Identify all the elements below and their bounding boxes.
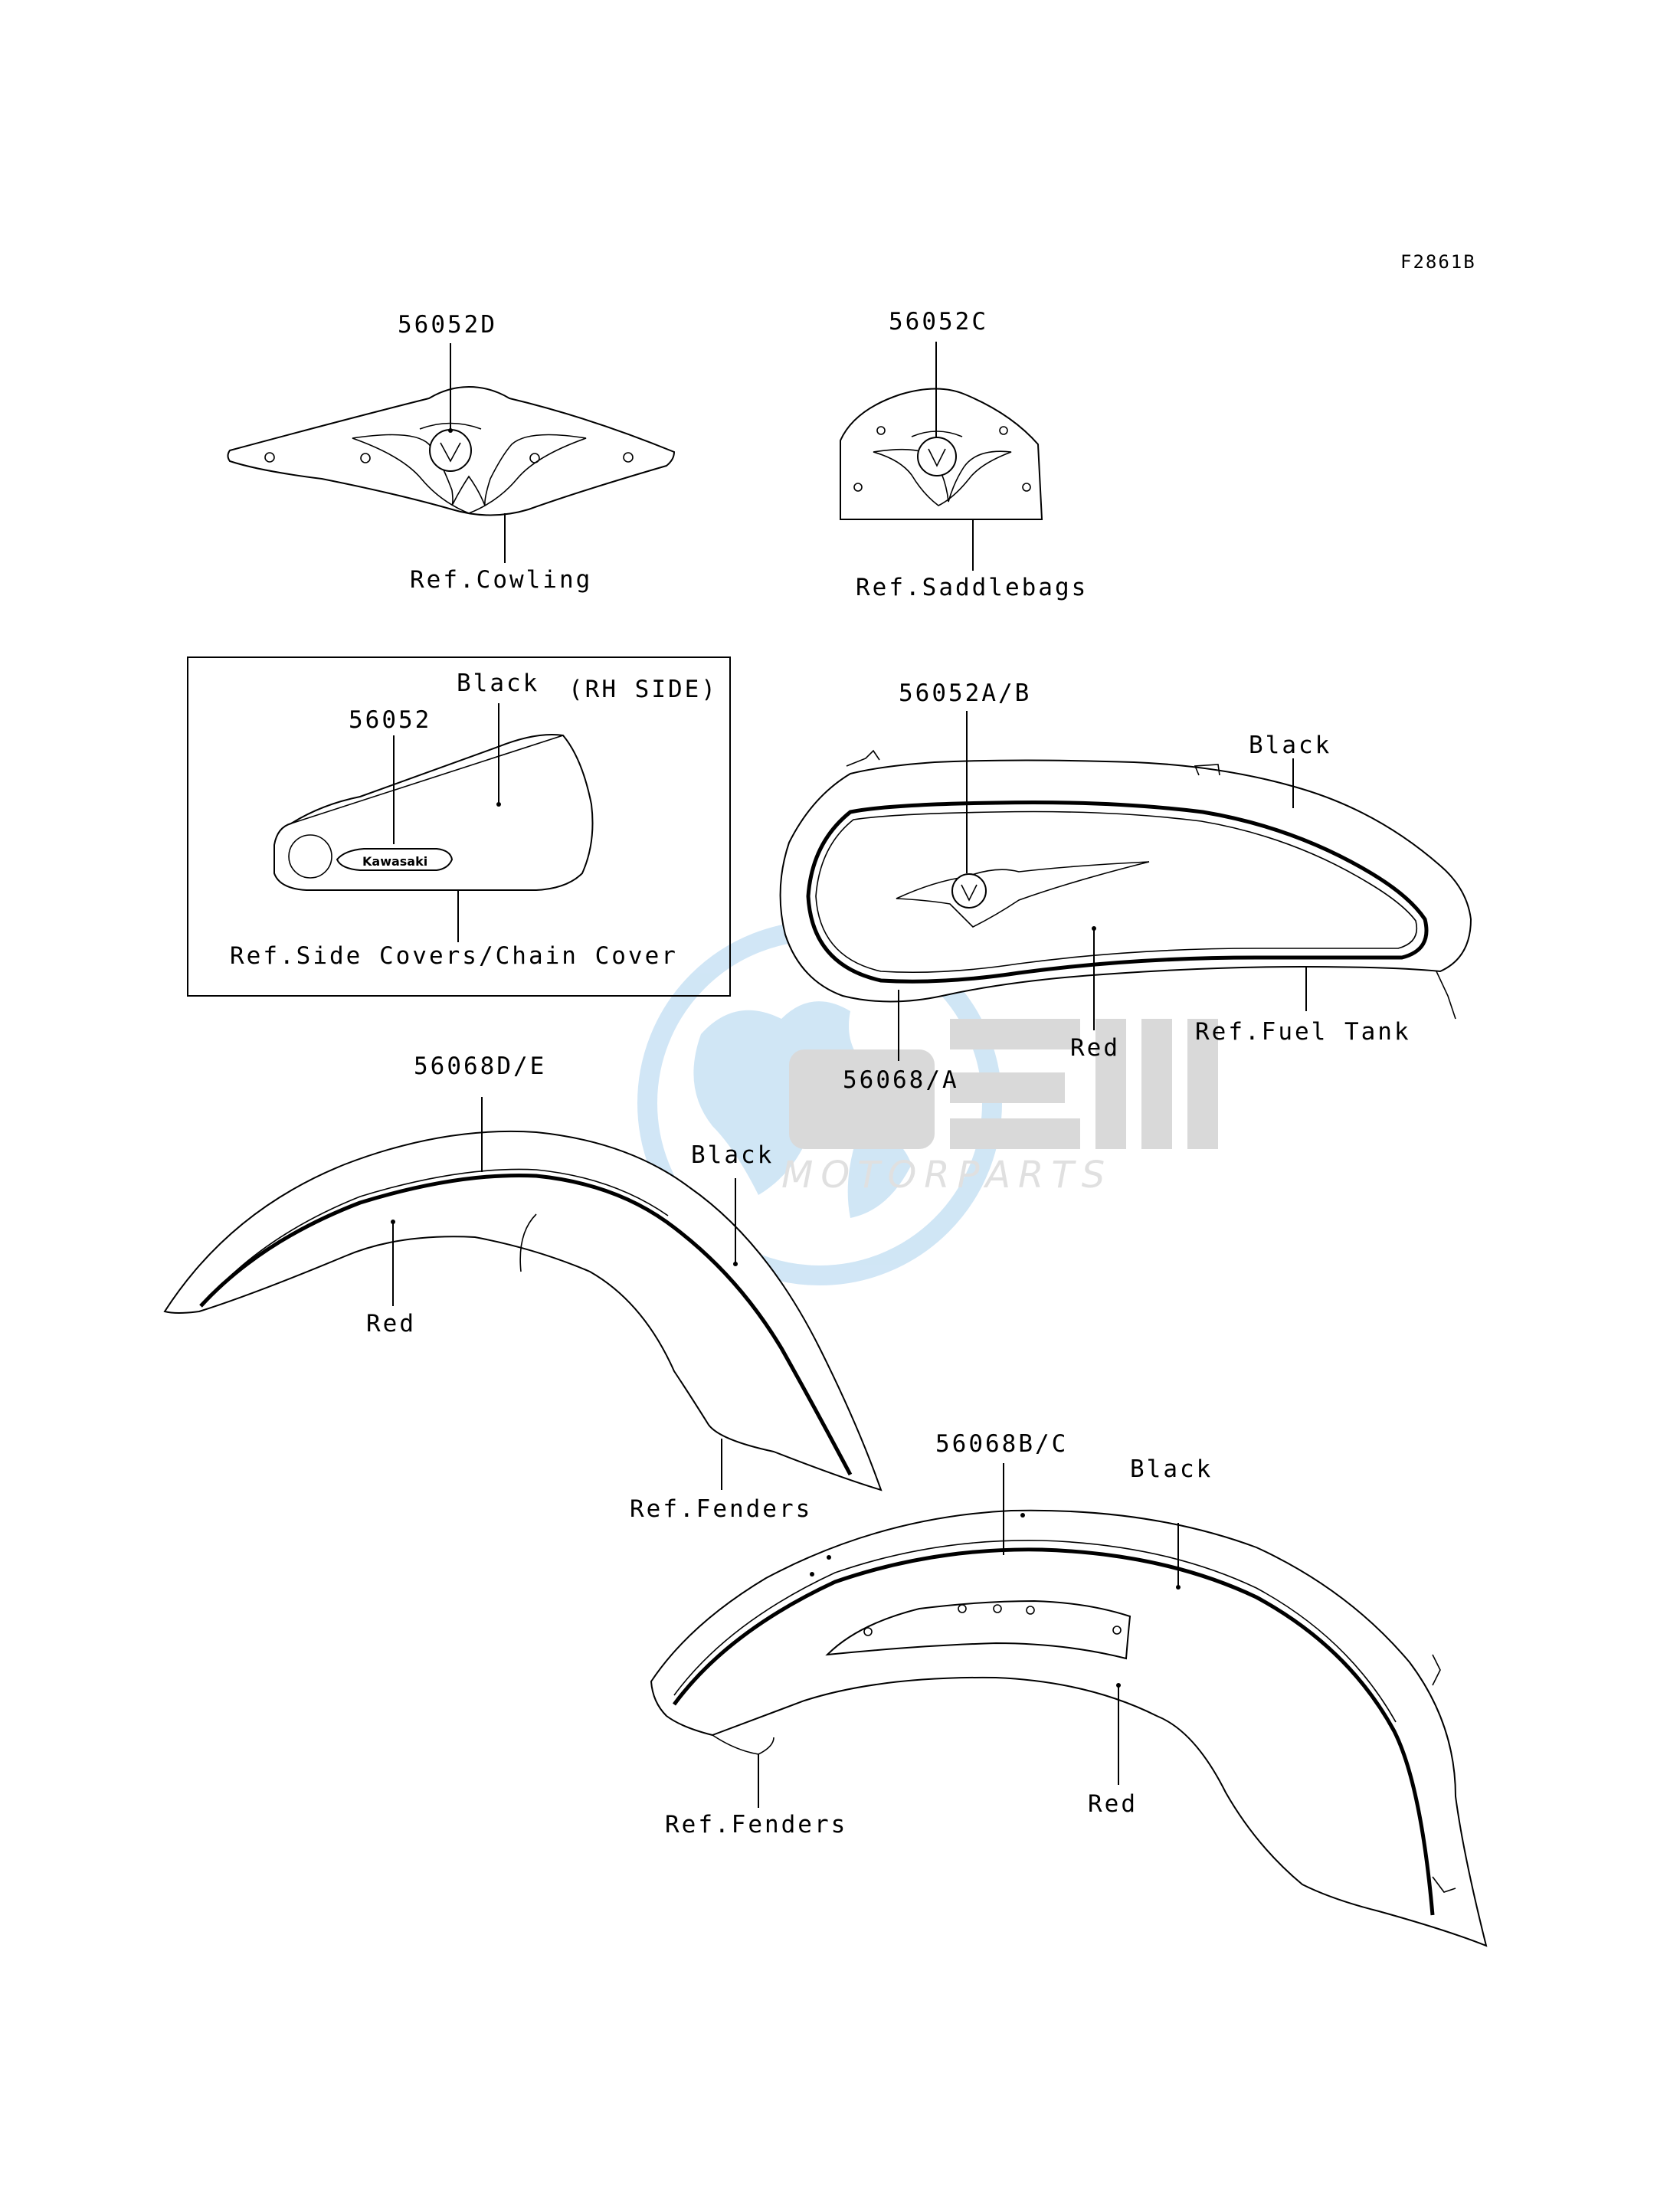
kawasaki-badge: Kawasaki <box>336 848 454 871</box>
part-number-56052D: 56052D <box>398 311 497 339</box>
watermark: MOTORPARTS <box>637 921 1218 1285</box>
kawasaki-v-emblem-icon <box>873 431 1012 506</box>
part-number-56052C: 56052C <box>889 308 988 336</box>
ref-saddlebags: Ref.Saddlebags <box>856 574 1088 601</box>
rh-side-note: (RH SIDE) <box>568 676 718 703</box>
color-tank-red: Red <box>1070 1034 1120 1062</box>
part-number-56052AB: 56052A/B <box>899 679 1031 707</box>
rear-fender-decal <box>650 1463 1488 1947</box>
fuel-tank-decal <box>779 711 1472 1061</box>
part-number-56068BC: 56068B/C <box>935 1430 1068 1458</box>
color-rear-fender-black: Black <box>1130 1455 1213 1483</box>
kawasaki-v-emblem-icon <box>352 422 587 514</box>
color-front-fender-black: Black <box>691 1141 774 1169</box>
cowling-decal <box>227 343 676 563</box>
side-cover-box <box>187 656 731 997</box>
watermark-sub: MOTORPARTS <box>781 1154 1112 1197</box>
kawasaki-v-emblem-icon <box>896 861 1150 928</box>
color-tank-black: Black <box>1249 732 1331 759</box>
ref-side-covers: Ref.Side Covers/Chain Cover <box>230 942 678 970</box>
part-number-56052: 56052 <box>349 706 431 734</box>
ref-cowling: Ref.Cowling <box>410 566 592 594</box>
kawasaki-badge-text: Kawasaki <box>362 854 427 869</box>
part-number-56068DE: 56068D/E <box>414 1053 546 1080</box>
oem-logo <box>789 1019 1218 1149</box>
color-side-cover-black: Black <box>457 670 539 697</box>
part-number-56068A: 56068/A <box>843 1066 959 1094</box>
color-front-fender-red: Red <box>366 1310 416 1338</box>
front-fender-decal <box>163 1097 883 1491</box>
side-cover-decal: Kawasaki <box>273 703 594 942</box>
ref-fenders-front: Ref.Fenders <box>630 1495 812 1523</box>
figure-code: F2861B <box>1400 251 1476 273</box>
saddlebag-decal <box>840 342 1043 571</box>
ref-fuel-tank: Ref.Fuel Tank <box>1195 1018 1411 1046</box>
color-rear-fender-red: Red <box>1088 1790 1138 1818</box>
ref-fenders-rear: Ref.Fenders <box>665 1811 847 1838</box>
